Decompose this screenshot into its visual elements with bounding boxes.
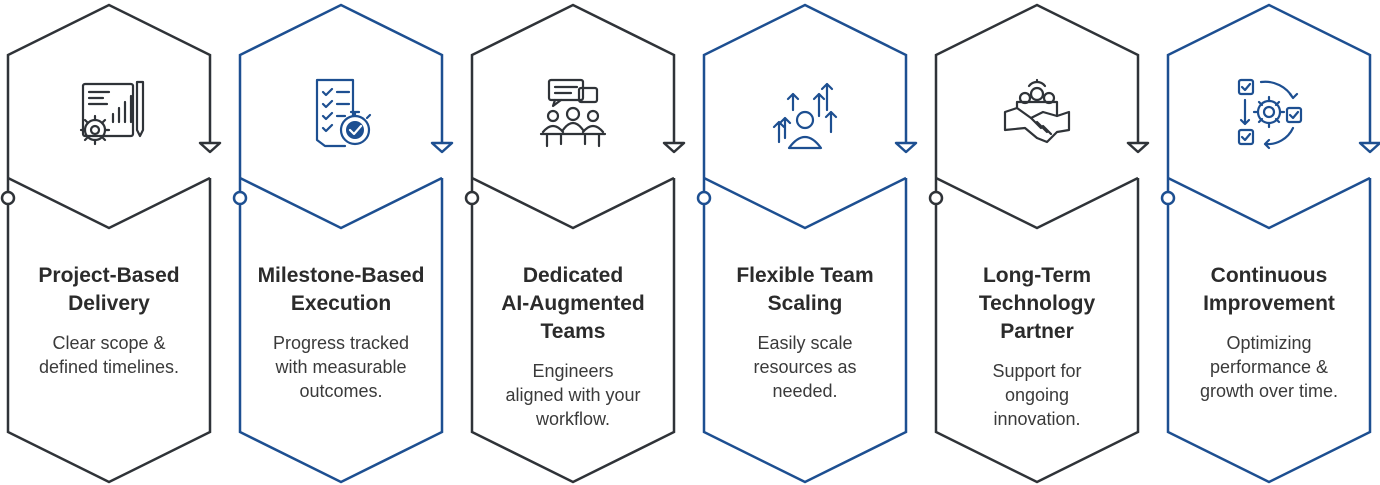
card-description-line: Easily scale [757,333,853,353]
card-title-line: Delivery [68,292,150,315]
card-description-line: aligned with your [505,385,641,405]
hexagon-bottom-outline [702,178,908,484]
hexagon-top-outline [6,3,212,192]
card-description-line: innovation. [993,409,1081,429]
connector-dot [696,190,712,206]
hexagon-chevron [935,176,1139,230]
card-description: Clear scope & defined timelines. [14,331,204,379]
connector-dot [0,190,16,206]
hexagon-top-outline [238,3,444,192]
hexagon-top-outline [702,3,908,192]
down-arrow-marker [1126,141,1150,154]
checklist-stopwatch-icon [315,78,372,148]
connector-dot [232,190,248,206]
hexagon-bottom-outline [6,178,212,484]
card-frame [928,3,1150,484]
card-description-line: Support for [992,361,1082,381]
hexagon-bottom-outline [238,178,444,484]
down-arrow-marker [662,141,686,154]
hexagon-top-outline [1166,3,1372,192]
card-description-line: workflow. [535,409,611,429]
card-description: Progress tracked with measurable outcomes. [246,331,436,403]
hexagon-chevron [471,176,675,230]
hexagon-top-outline [934,3,1140,192]
hexagon-chevron [7,176,211,230]
hexagon-bottom-outline [934,178,1140,484]
card-title-line: Flexible Team [736,264,874,287]
card-frame [232,3,454,484]
card-title-line: Partner [1000,320,1074,343]
card-title-line: Milestone-Based [257,264,425,287]
card-description-line: defined timelines. [38,357,180,377]
card-description: Engineers aligned with your workflow. [478,359,668,431]
blueprint-gear-chart-icon [79,80,145,146]
card-description: Easily scale resources as needed. [710,331,900,403]
card-title-line: Dedicated [522,264,624,287]
card-title-line: Execution [290,292,392,315]
card-title-line: Long-Term [982,264,1092,287]
card-description-line: outcomes. [299,381,383,401]
hexagon-chevron [1167,176,1371,230]
card-title-line: Teams [540,320,606,343]
card-description-line: resources as [753,357,857,377]
card-title-line: Scaling [767,292,843,315]
card-description-line: performance & [1209,357,1329,377]
hexagon-bottom-outline [470,178,676,484]
card-description-line: with measurable [275,357,407,377]
connector-dot [1160,190,1176,206]
team-meeting-chat-icon [539,78,607,148]
down-arrow-marker [430,141,454,154]
card-description-line: ongoing [1004,385,1070,405]
card-description: Optimizing performance & growth over time. [1174,331,1364,403]
card-description-line: Engineers [532,361,614,381]
down-arrow-marker [894,141,918,154]
hexagon-chevron [703,176,907,230]
down-arrow-marker [1358,141,1380,154]
card-description: Support for ongoing innovation. [942,359,1132,431]
hexagon-top-outline [470,3,676,192]
down-arrow-marker [198,141,222,154]
connector-dot [464,190,480,206]
hexagon-bottom-outline [1166,178,1372,484]
card-frame [696,3,918,484]
hexagon-chevron [239,176,443,230]
card-description-line: Progress tracked [272,333,410,353]
handshake-team-gear-icon [1003,78,1071,144]
card-frame [464,3,686,484]
card-title-line: Continuous [1210,264,1328,287]
gear-cycle-checkboxes-icon [1237,78,1303,150]
card-description-line: growth over time. [1199,381,1339,401]
connector-dot [928,190,944,206]
person-growth-arrows-icon [772,82,838,150]
card-title-line: Improvement [1203,292,1335,315]
card-title-line: AI-Augmented [501,292,645,315]
card-frame [1160,3,1380,484]
card-description-line: needed. [772,381,838,401]
card-description-line: Clear scope & [52,333,166,353]
card-title-line: Technology [978,292,1096,315]
card-title-line: Project-Based [38,264,180,287]
card-description-line: Optimizing [1226,333,1312,353]
card-frame [0,3,222,484]
